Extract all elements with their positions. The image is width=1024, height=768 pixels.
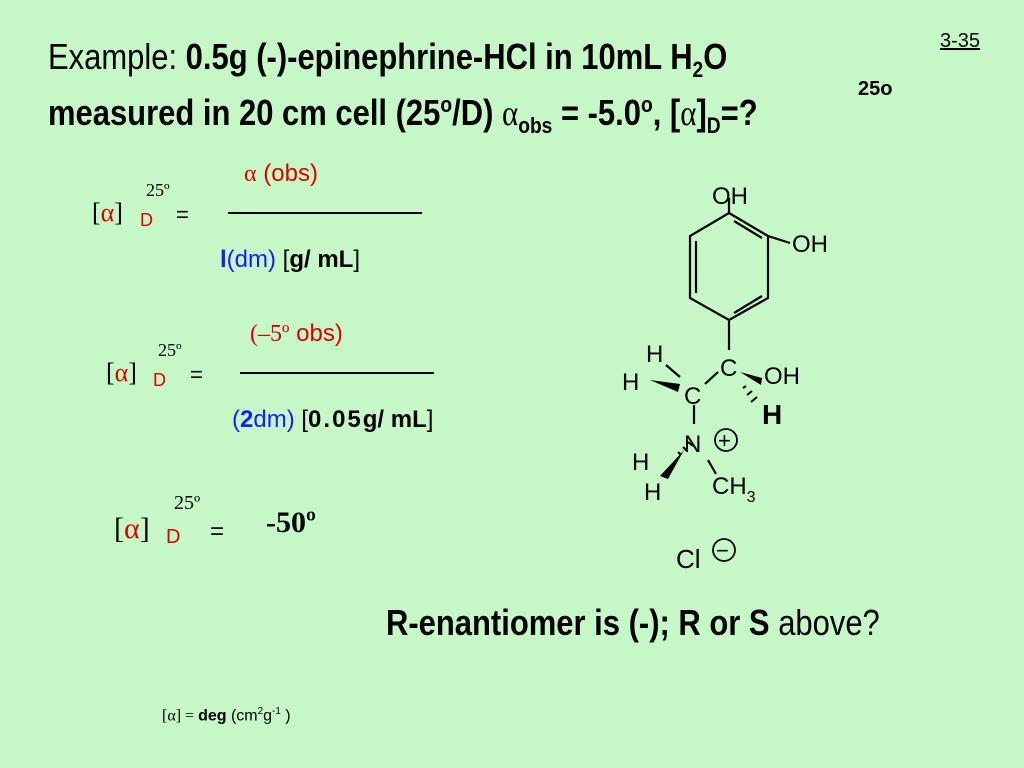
eq3-lhs: [α] <box>114 512 150 545</box>
eq2-lhs: [α] <box>106 358 137 387</box>
title-temperature: 25o <box>858 78 893 100</box>
bonds <box>665 198 791 475</box>
page-number: 3-35 <box>940 30 981 52</box>
wedge-bond-h-left <box>650 380 680 392</box>
eq1-temp: 25º <box>146 180 170 200</box>
question-text: R-enantiomer is (-); R or S above? <box>386 602 880 643</box>
atom-n: N <box>684 431 701 458</box>
atom-h-bold: H <box>762 399 782 430</box>
atom-h-n2: H <box>644 479 661 506</box>
title-prefix: Example: <box>48 36 186 77</box>
eq2-sub-d: D <box>153 370 166 390</box>
atom-oh-top: OH <box>712 183 748 210</box>
title-sample: 0.5g (-)-epinephrine-HCl in 10mL H2O <box>185 36 728 83</box>
atom-c-upper: C <box>720 355 737 382</box>
eq2-temp: 25º <box>158 340 182 360</box>
atom-oh-right: OH <box>792 231 828 258</box>
units-note: [α] = deg (cm2g-1 ) <box>162 706 291 725</box>
eq2-denominator: (2dm) [0.05g/ mL] <box>232 406 434 433</box>
hashed-bond-h-down <box>742 385 758 403</box>
eq2-numerator: (–5º obs) <box>250 320 343 347</box>
atom-cl: Cl <box>676 544 701 574</box>
wedge-bond-n-h <box>660 450 684 479</box>
title-line-2: measured in 20 cm cell (25o/D) αobs = -5… <box>48 92 758 139</box>
plus-charge: + <box>718 428 731 453</box>
eq1-lhs: [α] <box>92 198 123 227</box>
bond-c-c <box>704 371 719 385</box>
bond-c-h-top <box>665 364 681 378</box>
eq1-sub-d: D <box>140 210 153 230</box>
atom-c-lower: C <box>684 383 701 410</box>
atom-h-n1: H <box>632 449 649 476</box>
atom-ch3: CH3 <box>712 473 756 506</box>
eq3-equals: = <box>210 518 225 545</box>
plus-charge-circle <box>714 428 738 452</box>
eq2-equals: = <box>190 362 203 387</box>
wedge-bond-oh <box>740 372 762 385</box>
eq2-fraction-line <box>240 372 434 374</box>
atom-oh-chiral: OH <box>764 363 800 390</box>
bond-ring-oh-right <box>767 234 791 245</box>
eq3-temp: 25º <box>174 492 201 514</box>
atom-h-left: H <box>622 369 639 396</box>
eq1-fraction-line <box>228 212 422 214</box>
title-line-1: Example: 0.5g (-)-epinephrine-HCl in 10m… <box>48 36 727 83</box>
bond-n-ch3 <box>707 459 717 475</box>
eq1-equals: = <box>176 202 189 227</box>
eq3-sub-d: D <box>166 526 181 548</box>
minus-charge: − <box>716 538 729 563</box>
eq1-numerator: α (obs) <box>244 160 318 187</box>
benzene-ring <box>688 211 770 322</box>
alpha-symbol: α <box>501 93 519 133</box>
atom-h-top: H <box>646 341 663 368</box>
eq3-result: -50º <box>266 506 316 539</box>
eq1-denominator: l(dm) [g/ mL] <box>220 246 361 273</box>
minus-charge-circle <box>712 538 736 562</box>
